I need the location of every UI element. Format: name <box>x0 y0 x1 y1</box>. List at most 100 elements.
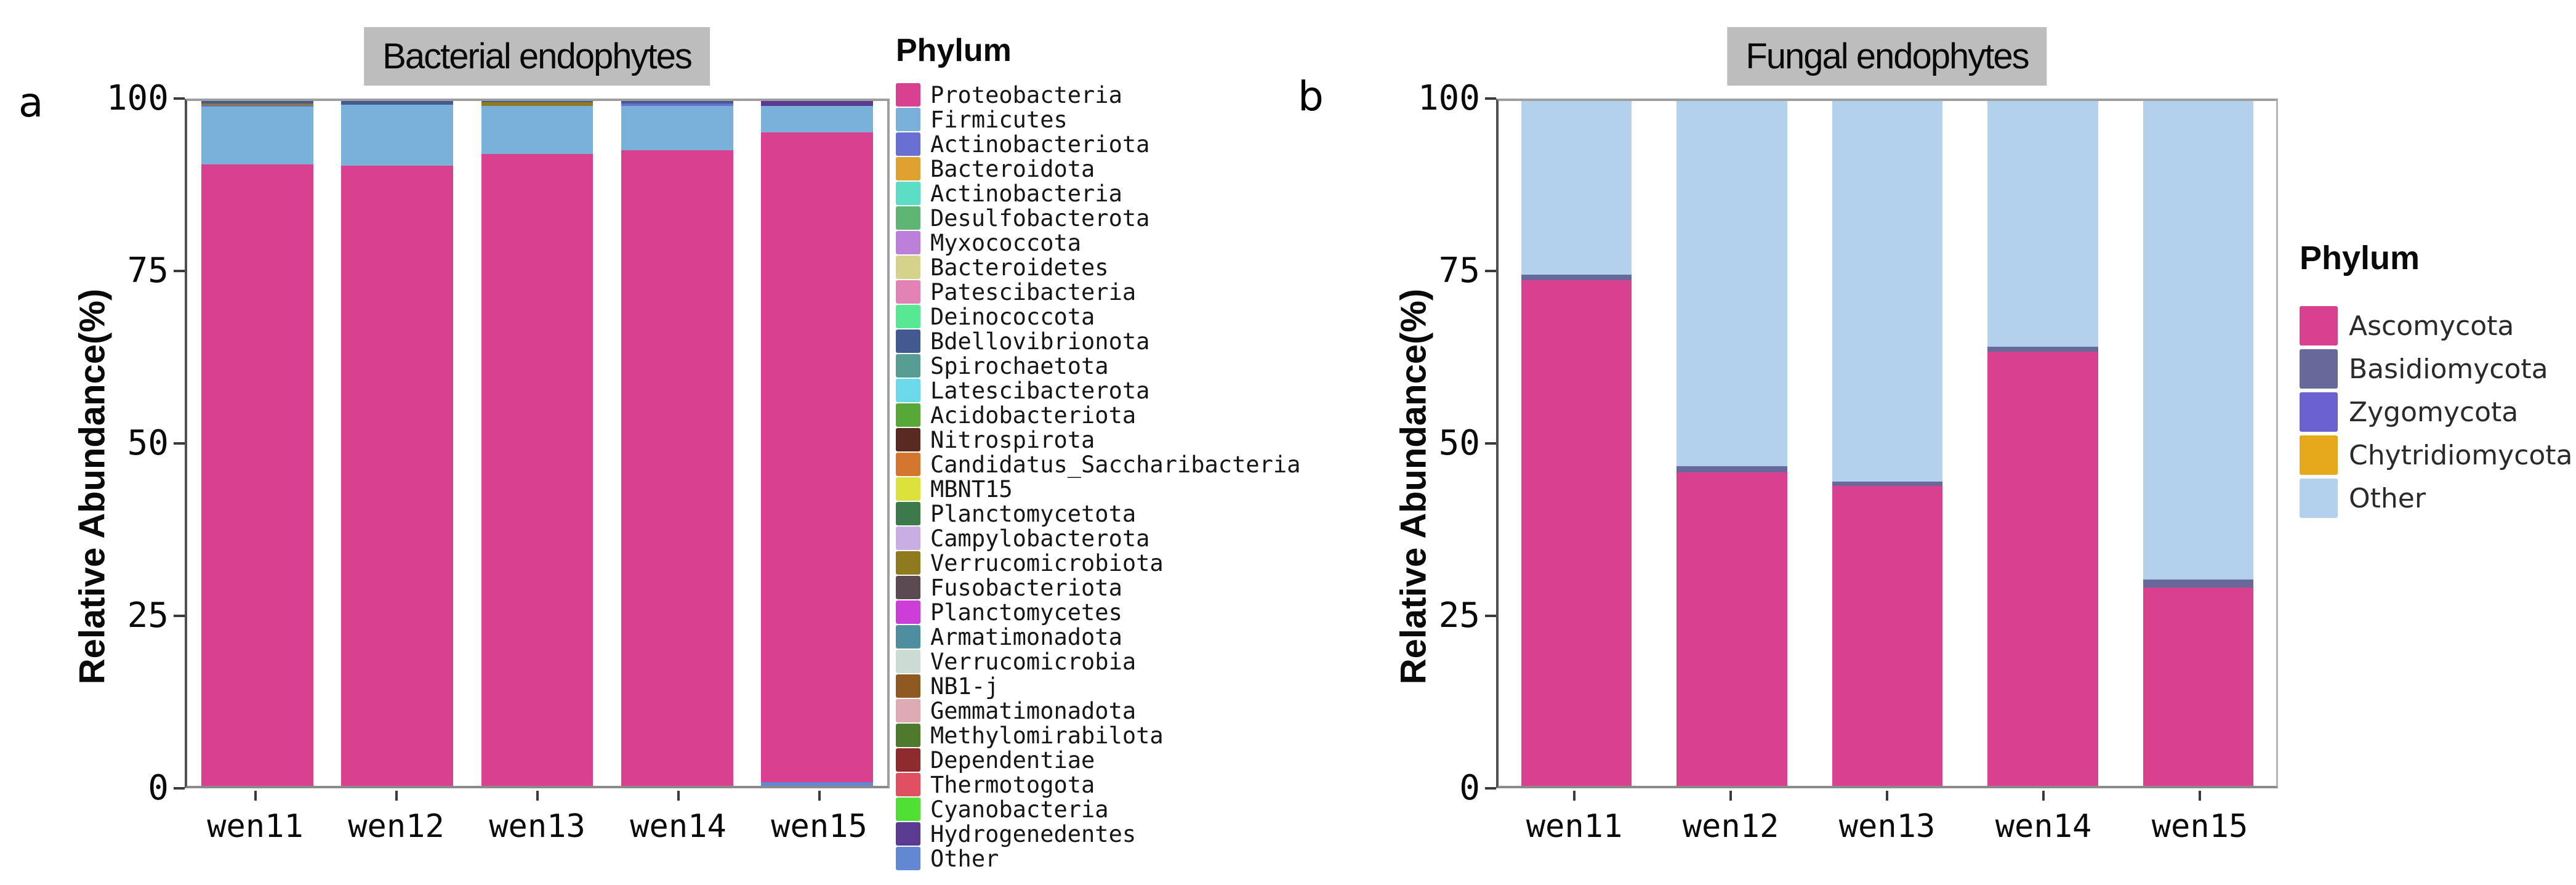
legend-label-methylomirabilota: Methylomirabilota <box>930 722 1164 749</box>
x-slot-wen11: wen11 <box>185 791 326 859</box>
bar-slot-wen15 <box>2120 101 2276 786</box>
legend-label-basidiomycota: Basidiomycota <box>2349 353 2548 385</box>
legend-swatch-firmicutes <box>896 108 920 131</box>
segment-wen11-proteobacteria <box>201 164 313 786</box>
legend-swatch-chytridiomycota <box>2300 435 2338 475</box>
segment-wen14-other <box>1987 101 2098 347</box>
legend-label-spirochaetota: Spirochaetota <box>930 352 1109 379</box>
legend-swatch-mbnt15 <box>896 477 920 501</box>
legend-label-latescibacterota: Latescibacterota <box>930 377 1150 404</box>
y-tick-label-25: 25 <box>127 596 169 636</box>
legend-swatch-actinobacteria <box>896 182 920 205</box>
bar-slot-wen14 <box>1965 101 2121 786</box>
bar-wen12 <box>341 101 454 786</box>
y-tick-mark-75 <box>1485 270 1496 272</box>
segment-wen11-actinobacteriota <box>201 105 313 107</box>
legend-label-planctomycetes: Planctomycetes <box>930 599 1122 626</box>
legend-swatch-thermotogota <box>896 773 920 796</box>
segment-wen11-ascomycota <box>1521 280 1632 786</box>
segment-wen12-ascomycota <box>1676 472 1787 786</box>
x-label-wen14: wen14 <box>630 808 727 845</box>
x-label-wen11: wen11 <box>207 808 304 845</box>
x-label-wen15: wen15 <box>2151 808 2248 845</box>
legend-item-deinococcota: Deinococcota <box>896 303 1300 330</box>
x-tick-wen15 <box>2199 791 2201 801</box>
segment-wen13-verrucomicrobiota <box>481 102 594 106</box>
legend-item-ascomycota: Ascomycota <box>2300 304 2573 347</box>
x-label-wen13: wen13 <box>1838 808 1936 845</box>
panel-title-fungal: Fungal endophytes <box>1727 27 2047 86</box>
legend-swatch-latescibacterota <box>896 379 920 402</box>
y-tick-label-75: 75 <box>1438 251 1480 291</box>
legend-label-bdellovibrionota: Bdellovibrionota <box>930 328 1150 355</box>
y-tick-mark-100 <box>174 97 185 100</box>
x-slot-wen15: wen15 <box>749 791 890 859</box>
legend-item-fusobacteriota: Fusobacteriota <box>896 575 1300 601</box>
legend-label-proteobacteria: Proteobacteria <box>930 81 1122 108</box>
legend-label-deinococcota: Deinococcota <box>930 303 1095 330</box>
x-slot-wen12: wen12 <box>326 791 467 859</box>
legend-item-other: Other <box>2300 477 2573 520</box>
bar-wen11 <box>201 101 313 786</box>
legend-item-nb1-j: NB1-j <box>896 673 1300 700</box>
legend-swatch-actinobacteriota <box>896 132 920 156</box>
legend-swatch-other <box>2300 479 2338 518</box>
legend-swatch-acidobacteriota <box>896 403 920 427</box>
legend-label-bacteroidetes: Bacteroidetes <box>930 254 1109 281</box>
y-tick-label-100: 100 <box>106 78 169 118</box>
legend-swatch-spirochaetota <box>896 354 920 378</box>
legend-label-nb1-j: NB1-j <box>930 673 999 700</box>
legend-item-hydrogenedentes: Hydrogenedentes <box>896 820 1300 847</box>
x-slot-wen11: wen11 <box>1496 791 1652 859</box>
legend-swatch-bacteroidota <box>896 157 920 180</box>
legend-swatch-cyanobacteria <box>896 798 920 821</box>
y-tick-mark-75 <box>174 270 185 272</box>
x-slot-wen13: wen13 <box>467 791 608 859</box>
panel-title-bacterial: Bacterial endophytes <box>364 27 710 86</box>
legend-label-verrucomicrobia: Verrucomicrobia <box>930 648 1137 675</box>
bars-bacterial <box>187 101 887 786</box>
x-tick-wen13 <box>536 791 539 801</box>
legend-label-firmicutes: Firmicutes <box>930 106 1068 133</box>
bar-slot-wen13 <box>1809 101 1965 786</box>
legend-item-candidatus-saccharibacteria: Candidatus_Saccharibacteria <box>896 451 1300 478</box>
legend-label-patescibacteria: Patescibacteria <box>930 278 1137 305</box>
bar-wen13 <box>1832 101 1943 786</box>
bar-slot-wen12 <box>327 101 467 786</box>
legend-swatch-planctomycetota <box>896 502 920 525</box>
segment-wen15-basidiomycota <box>2143 580 2254 588</box>
y-tick-label-0: 0 <box>148 768 169 808</box>
segment-wen15-other <box>761 782 874 786</box>
bar-wen12 <box>1676 101 1787 786</box>
y-tick-label-100: 100 <box>1417 78 1480 118</box>
legend-label-gemmatimonadota: Gemmatimonadota <box>930 697 1137 724</box>
segment-wen15-firmicutes <box>761 105 874 133</box>
x-label-wen15: wen15 <box>771 808 867 845</box>
legend-swatch-methylomirabilota <box>896 724 920 747</box>
legend-item-patescibacteria: Patescibacteria <box>896 278 1300 305</box>
segment-wen14-basidiomycota <box>1987 347 2098 352</box>
legend-swatch-planctomycetes <box>896 600 920 624</box>
legend-label-actinobacteria: Actinobacteria <box>930 180 1122 207</box>
segment-wen15-other <box>2143 101 2254 580</box>
legend-label-hydrogenedentes: Hydrogenedentes <box>930 820 1137 847</box>
x-tick-wen15 <box>818 791 821 801</box>
y-tick-label-75: 75 <box>127 251 169 291</box>
y-tick-mark-50 <box>1485 442 1496 445</box>
segment-wen13-bdellovibrionota <box>481 101 594 103</box>
legend-label-thermotogota: Thermotogota <box>930 771 1095 798</box>
segment-wen14-firmicutes <box>621 105 733 151</box>
legend-label-cyanobacteria: Cyanobacteria <box>930 796 1109 823</box>
legend-item-mbnt15: MBNT15 <box>896 476 1300 503</box>
legend-item-methylomirabilota: Methylomirabilota <box>896 722 1300 749</box>
x-tick-wen12 <box>1729 791 1732 801</box>
segment-wen13-ascomycota <box>1832 485 1943 786</box>
legend-item-thermotogota: Thermotogota <box>896 771 1300 798</box>
bar-wen14 <box>621 101 733 786</box>
legend-item-armatimonadota: Armatimonadota <box>896 624 1300 650</box>
y-tick-label-50: 50 <box>127 423 169 463</box>
bar-wen14 <box>1987 101 2098 786</box>
legend-swatch-gemmatimonadota <box>896 699 920 722</box>
